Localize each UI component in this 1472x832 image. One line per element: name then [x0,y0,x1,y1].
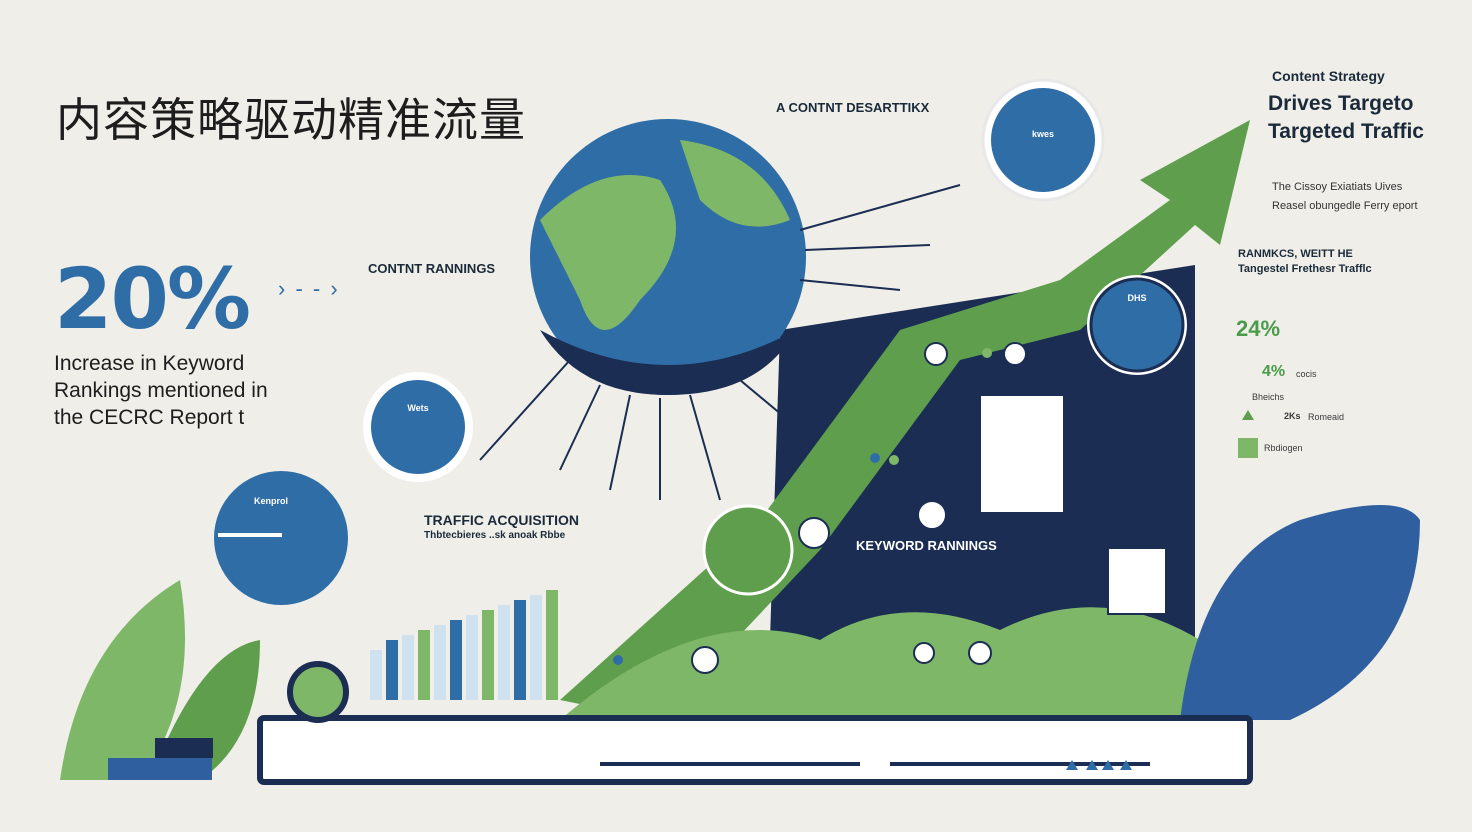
top-annotation-heading: A CONTNT DESARTTIKX [776,100,930,115]
arrow-right-icon [218,533,282,537]
right-rankings-subheading: Tangestel Frethesr Trafflc [1238,263,1372,275]
right-small-title: Content Strategy [1272,68,1385,84]
traffic-acquisition-subheading: Thbtecbieres ..sk anoak Rbbe [424,530,566,541]
content-rankings-heading: CONTNT RANNINGS [368,261,496,276]
right-subtitle: The Cissoy Exiatiats Uives Reasel obunge… [1272,178,1462,216]
stat-desc-line1: Increase in Keyword [54,352,245,375]
right-title-line1: Drives Targeto [1268,92,1414,115]
top-circle-label: kwes [1031,129,1055,139]
right-pct-a: 24% [1236,316,1281,341]
bottom-hills [560,607,1250,720]
right-row-d-suffix: Romeaid [1308,412,1345,422]
right-row-e: Rbdiogen [1264,443,1303,453]
left-leaf-1 [60,580,185,780]
stat-arrows: › - - › [278,276,340,301]
blue-leaf [1180,505,1420,720]
traffic-acquisition-heading: TRAFFIC ACQUISITION [424,512,580,528]
right-title: Drives Targeto Targeted Traffic [1268,90,1468,146]
right-sub-line1: The Cissoy Exiatiats Uives [1272,181,1403,193]
mini-bar-chart [370,590,558,700]
right-pct-b-suffix: cocis [1296,369,1317,379]
right-title-line2: Targeted Traffic [1268,120,1424,143]
stat-value: 20% [54,250,251,348]
right-rankings-heading: RANMKCS, WEITT HE [1238,248,1353,260]
right-row-d: 2Ks [1284,411,1301,421]
right-pct-b: 4% [1262,363,1286,380]
right-row-c: Bheichs [1252,392,1285,402]
circle-keyword-label: Kenprol [253,496,288,506]
right-sub-line2: Reasel obungedle Ferry eport [1272,200,1418,212]
stat-desc-line2: Rankings mentioned in [54,379,268,402]
keyword-rankings-heading: KEYWORD RANNINGS [856,538,997,553]
document-card [979,394,1065,514]
stat-desc-line3: the CECRC Report t [54,406,245,429]
magnifier [287,661,349,723]
stat-description: Increase in Keyword Rankings mentioned i… [54,350,304,431]
page-title: 内容策略驱动精准流量 [56,93,526,147]
circle-views-label: Wets [407,403,429,413]
base-platform [257,715,1253,785]
right-circle-label: DHS [1127,293,1147,303]
